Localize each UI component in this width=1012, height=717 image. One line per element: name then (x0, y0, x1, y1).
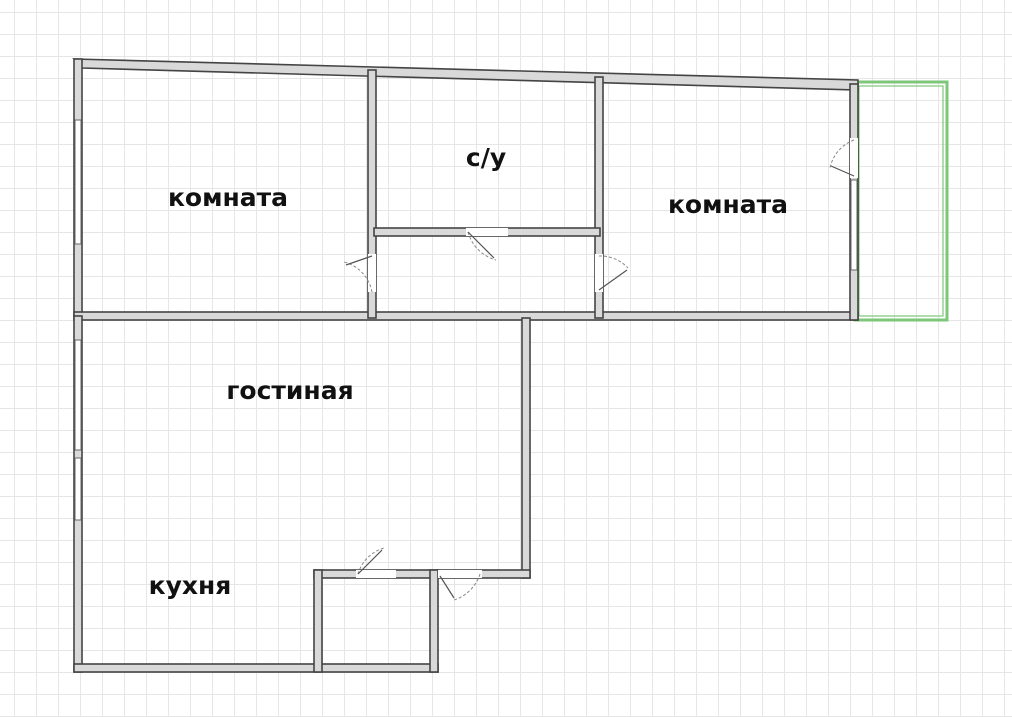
door-left-room (343, 254, 376, 293)
window-balcony (850, 179, 858, 271)
door-balcony (829, 138, 858, 178)
window-left-room (74, 119, 82, 245)
label-room-left: комната (168, 183, 288, 212)
label-room-right: комната (668, 190, 788, 219)
room-labels: комната с/у комната гостиная кухня (149, 143, 788, 600)
door-right-room (595, 254, 629, 292)
door-bathroom (466, 228, 508, 261)
window-kitchen (74, 457, 82, 521)
balcony (853, 80, 949, 322)
door-entry (438, 570, 482, 601)
windows (74, 119, 858, 521)
label-living-room: гостиная (226, 376, 353, 405)
label-kitchen: кухня (149, 571, 232, 600)
doors (343, 138, 858, 601)
window-living-room (74, 339, 82, 451)
door-storage (356, 547, 396, 578)
lower-block-walls (73, 315, 531, 673)
label-bathroom: с/у (466, 143, 506, 172)
